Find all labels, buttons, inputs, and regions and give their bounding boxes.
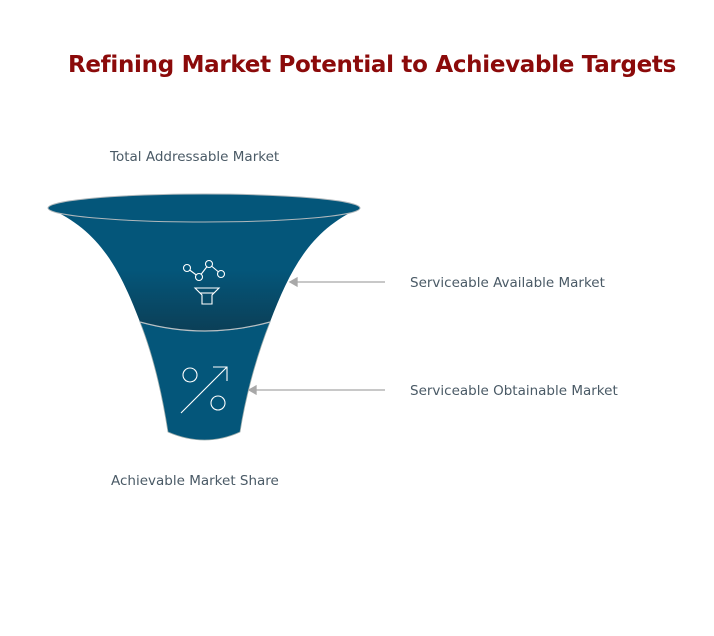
label-serviceable-available-market: Serviceable Available Market <box>410 275 605 291</box>
section-divider <box>139 321 271 332</box>
label-serviceable-obtainable-market: Serviceable Obtainable Market <box>410 383 618 399</box>
label-achievable-market-share: Achievable Market Share <box>111 473 279 489</box>
funnel-top-rim <box>47 193 361 223</box>
label-total-addressable-market: Total Addressable Market <box>110 149 280 165</box>
percent-icon <box>180 366 228 414</box>
network-funnel-icon <box>182 259 226 305</box>
pointer-arrow-som <box>247 384 385 396</box>
funnel-lower-section <box>139 321 271 441</box>
funnel-upper-section <box>48 208 360 331</box>
pointer-arrow-sam <box>288 276 385 288</box>
diagram-title: Refining Market Potential to Achievable … <box>67 52 677 78</box>
